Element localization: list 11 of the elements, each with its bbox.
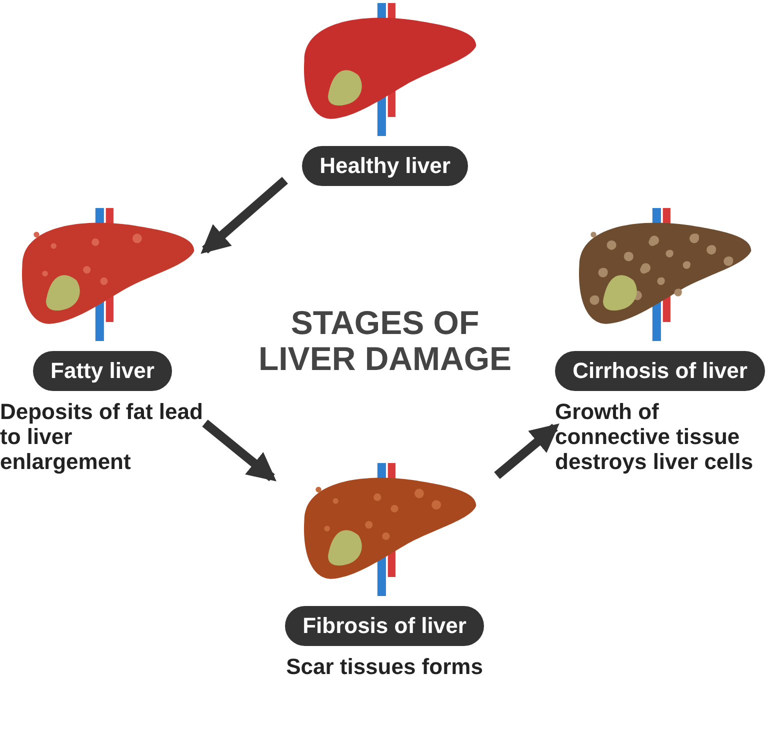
stage-label: Fatty liver (32, 351, 172, 391)
stage-label: Cirrhosis of liver (554, 351, 766, 391)
stage-label: Healthy liver (302, 146, 468, 186)
stage-label: Fibrosis of liver (284, 606, 484, 646)
stage-description: Deposits of fat lead to liver enlargement (0, 399, 204, 474)
arrow (202, 420, 276, 482)
stage-description: Scar tissues forms (286, 654, 483, 679)
arrow (494, 423, 560, 480)
arrow (200, 176, 288, 254)
stage-description: Growth of connective tissue destroys liver cells (555, 399, 754, 474)
diagram-title: STAGES OF LIVER DAMAGE (257, 305, 512, 377)
